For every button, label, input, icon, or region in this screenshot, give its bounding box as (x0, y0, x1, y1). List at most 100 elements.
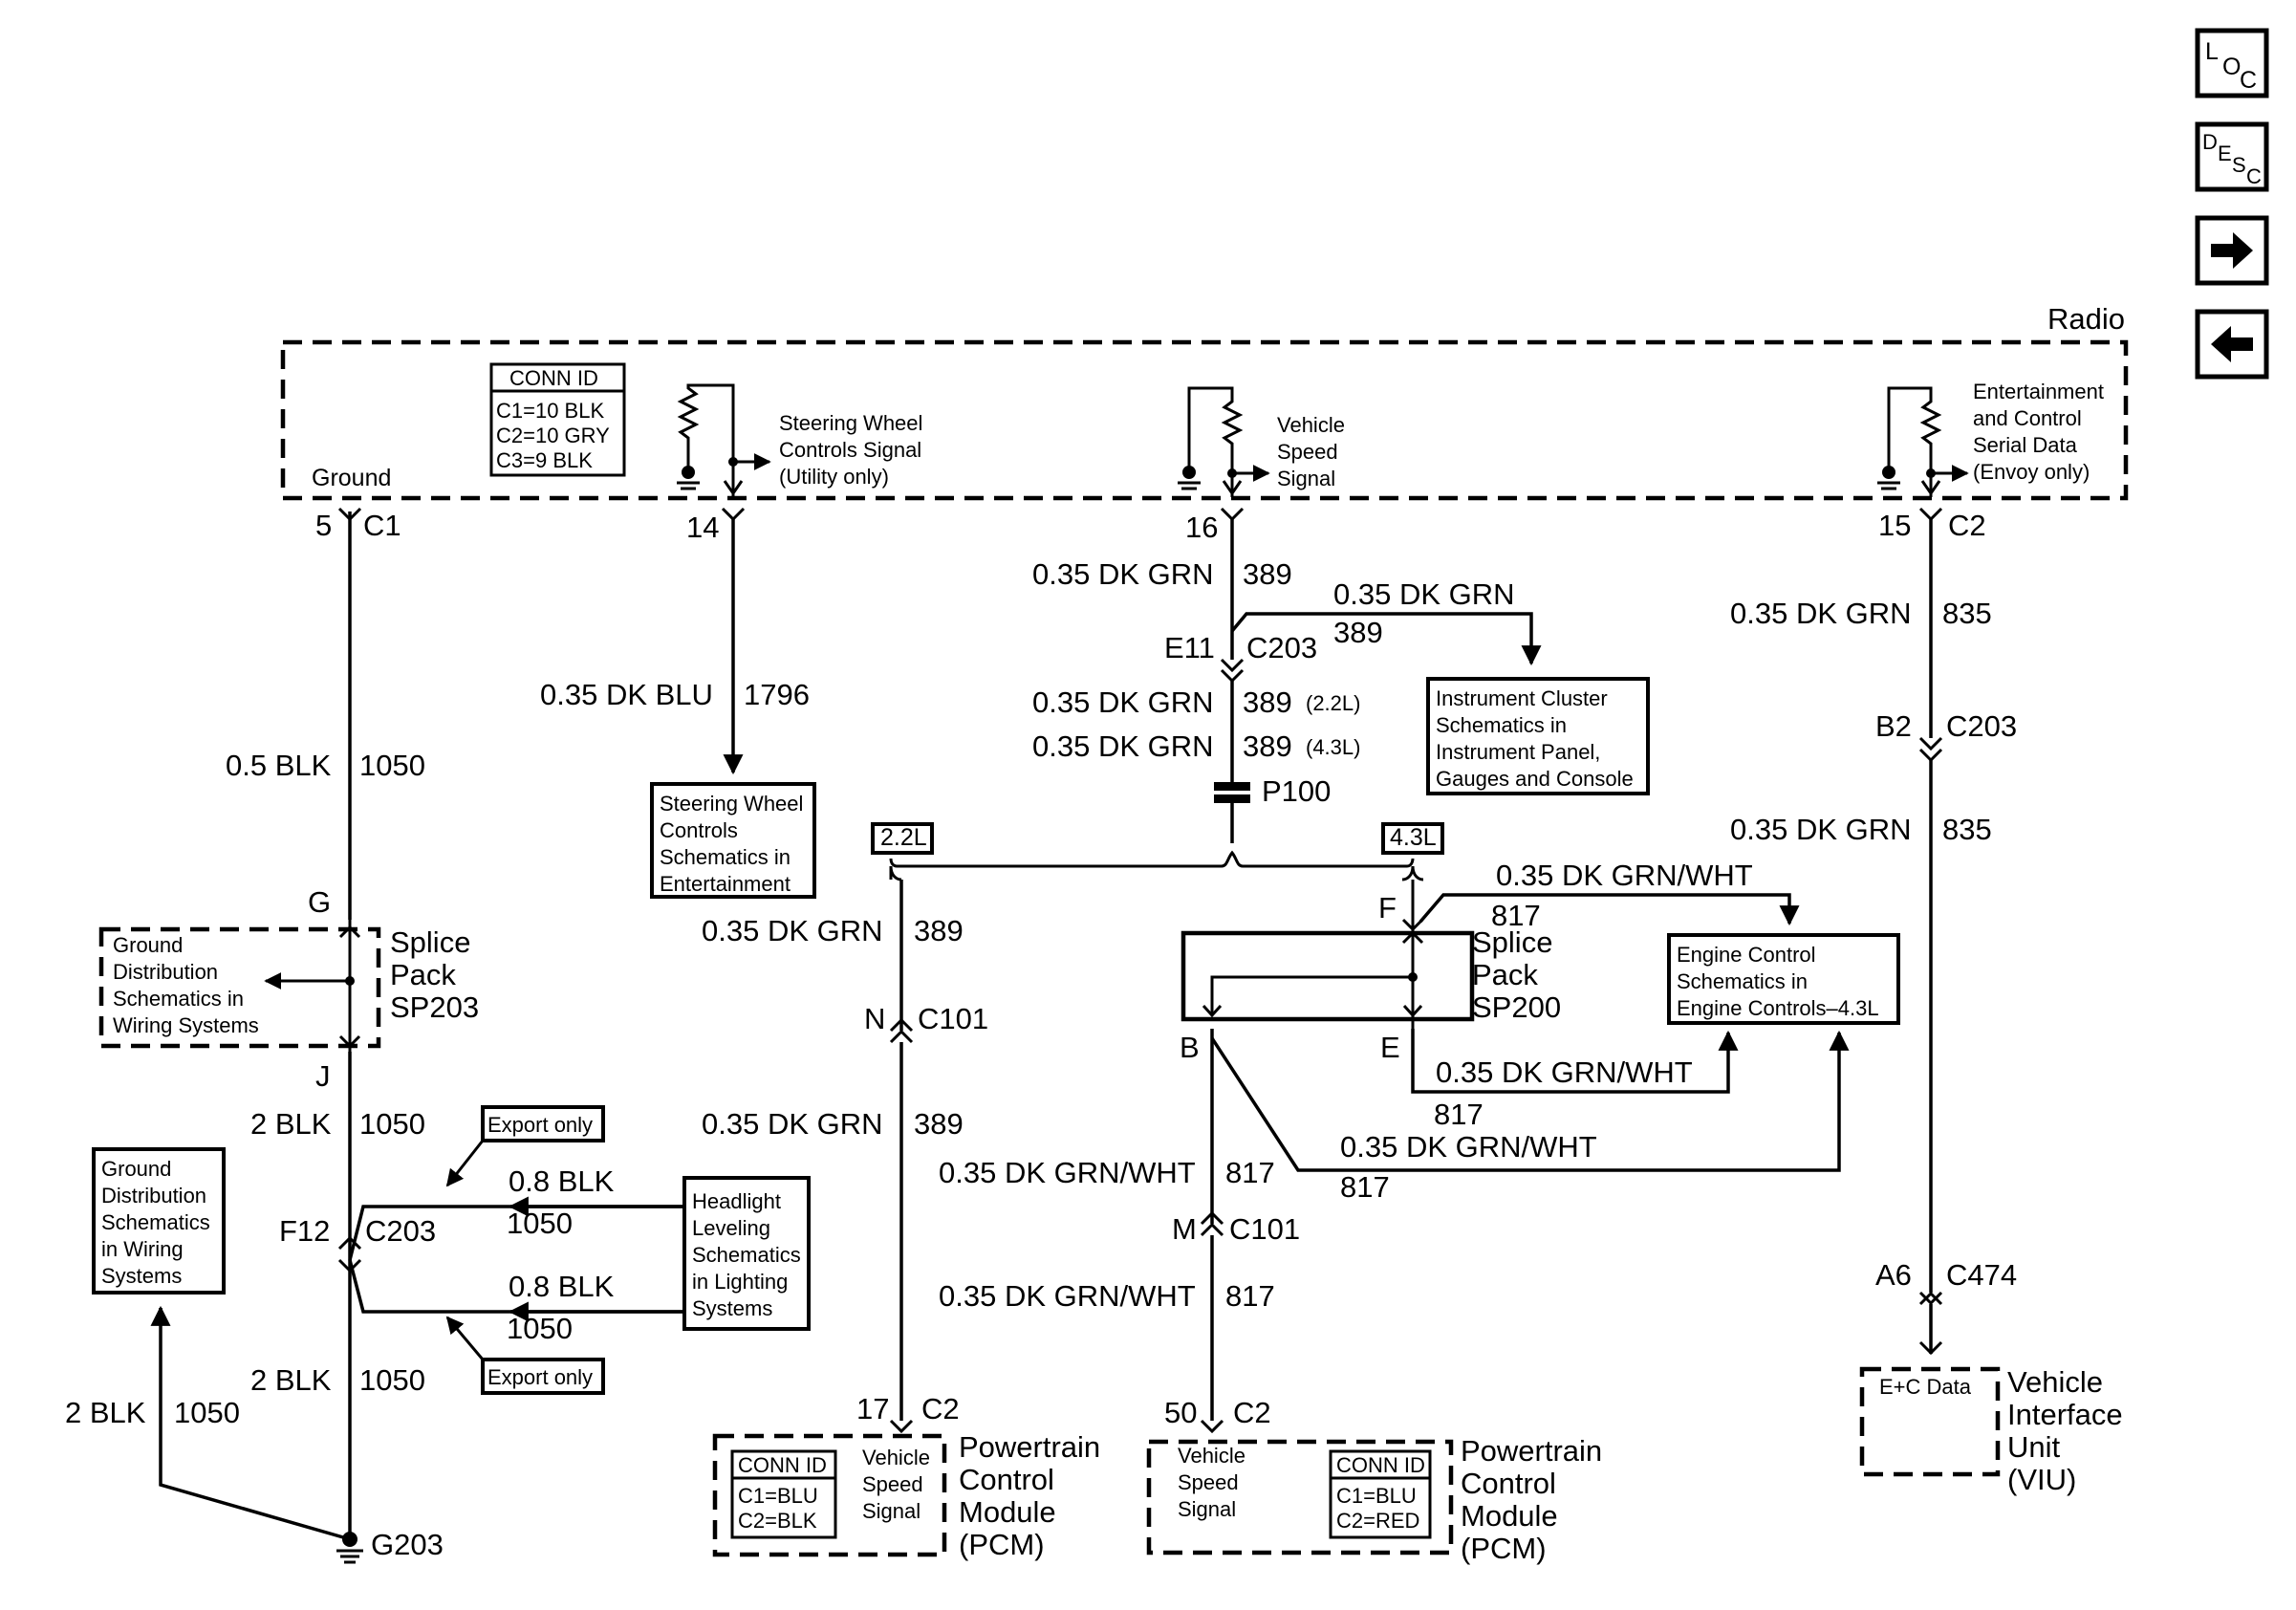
ref-engine-line1[interactable]: Engine Control (1677, 943, 1816, 967)
c203-b2-terminal-top (1918, 736, 1943, 751)
c101-m-terminal-top (1200, 1210, 1224, 1226)
pin-14-label: 14 (686, 511, 719, 544)
bus-22l-drop (889, 865, 902, 881)
sp200-outline (1180, 930, 1475, 1022)
desc-button[interactable]: D E S C (2195, 121, 2269, 192)
sp203-line3: SP203 (390, 990, 479, 1024)
ref-headlight-box[interactable] (682, 1176, 811, 1331)
pcm-22l-conn-c2: C2=BLK (738, 1509, 817, 1533)
connector-c2-top-label: C2 (1948, 509, 1986, 542)
pcm-43l-conn-c2: C2=RED (1336, 1509, 1419, 1533)
variant-43-label: (4.3L) (1306, 735, 1360, 759)
sp200-pin-b: B (1180, 1031, 1200, 1064)
ref-ground-sp-line3[interactable]: Schematics in (113, 987, 244, 1011)
wire-grn-e-color: 0.35 DK GRN (702, 914, 883, 947)
ref-cluster-line2[interactable]: Schematics in (1436, 713, 1567, 737)
ref-ground-left-line3[interactable]: Schematics (101, 1210, 210, 1234)
wire-2blk-a-color: 2 BLK (250, 1107, 332, 1141)
vss-signal-line2: Speed (1277, 440, 1338, 464)
wire-gw-d-color: 0.35 DK GRN/WHT (939, 1156, 1196, 1189)
wire-gw-b-color: 0.35 DK GRN/WHT (1436, 1055, 1693, 1089)
ref-steering-box[interactable] (650, 782, 816, 899)
wire-1050-number-b: 1050 (359, 1107, 425, 1141)
ref-engine-line3[interactable]: Engine Controls–4.3L (1677, 996, 1879, 1020)
ref-headlight-line1[interactable]: Headlight (692, 1189, 781, 1213)
p100-label: P100 (1262, 774, 1331, 808)
radio-title: Radio (2047, 302, 2125, 336)
bus-43l-drop-a (1401, 865, 1415, 881)
ref-ground-left-box[interactable] (92, 1147, 226, 1295)
tag-export-only-top (481, 1105, 605, 1142)
ref-ground-left-line1[interactable]: Ground (101, 1157, 171, 1181)
pin-n-label: N (864, 1002, 885, 1035)
wire-817-e-branch (1411, 1029, 1739, 1094)
sp200-line3: SP200 (1472, 990, 1561, 1024)
pin-50-label: 50 (1164, 1396, 1197, 1429)
ref-headlight-line5[interactable]: Systems (692, 1296, 772, 1320)
p100-pass-through-icon (1214, 782, 1250, 803)
radio-ground-label: Ground (312, 465, 391, 491)
ref-headlight-line4[interactable]: in Lighting (692, 1270, 788, 1294)
ref-headlight-line3[interactable]: Schematics (692, 1243, 801, 1267)
tag-export-only-bottom-text: Export only (487, 1365, 593, 1389)
wire-1050-ground-left (159, 1308, 351, 1541)
ref-steering-line4[interactable]: Entertainment (660, 872, 791, 896)
ref-ground-sp-line4[interactable]: Wiring Systems (113, 1013, 259, 1037)
loc-letter-c: C (2240, 67, 2257, 94)
wire-817-number-c: 817 (1340, 1170, 1390, 1204)
ref-ground-sp-line2[interactable]: Distribution (113, 960, 218, 984)
wire-1050-number-f: 1050 (174, 1396, 240, 1429)
pin-e11-label: E11 (1164, 631, 1215, 664)
ref-engine-line2[interactable]: Schematics in (1677, 969, 1808, 993)
wire-389-number-d: 389 (1243, 729, 1292, 763)
ref-headlight-line2[interactable]: Leveling (692, 1216, 770, 1240)
forward-button[interactable] (2195, 215, 2269, 286)
ref-cluster-line1[interactable]: Instrument Cluster (1436, 686, 1608, 710)
viu-title-line3: Unit (2007, 1430, 2061, 1464)
ref-steering-line2[interactable]: Controls (660, 818, 738, 842)
back-button[interactable] (2195, 309, 2269, 380)
connector-c203-b2-label: C203 (1946, 709, 2017, 743)
variant-22-label: (2.2L) (1306, 691, 1360, 715)
ref-cluster-box[interactable] (1426, 677, 1650, 795)
c101-m-terminal-bottom (1200, 1222, 1224, 1237)
desc-letter-s: S (2232, 153, 2246, 177)
viu-title-line1: Vehicle (2007, 1365, 2103, 1399)
ref-ground-left-line4[interactable]: in Wiring (101, 1237, 184, 1261)
ref-ground-left-line5[interactable]: Systems (101, 1264, 182, 1288)
sp203-internal (264, 920, 361, 1052)
pcm-22l-conn-header: CONN ID (738, 1453, 827, 1477)
pcm-22l-title-line4: (PCM) (959, 1528, 1045, 1561)
c203-f12-terminal-top (337, 1235, 362, 1251)
ec-signal-line3: Serial Data (1973, 433, 2078, 457)
ref-ground-left-line2[interactable]: Distribution (101, 1184, 206, 1208)
loc-letter-o: O (2222, 54, 2241, 80)
wire-389-number-f: 389 (914, 1107, 964, 1141)
connector-c474-label: C474 (1946, 1258, 2017, 1292)
ref-ground-sp-line1[interactable]: Ground (113, 933, 183, 957)
ref-engine-box[interactable] (1667, 933, 1900, 1025)
wire-2blk-c-color: 2 BLK (65, 1396, 146, 1429)
sp200-pin-e: E (1380, 1031, 1400, 1064)
ref-steering-line1[interactable]: Steering Wheel (660, 792, 803, 816)
pcm-22l-conn-c1: C1=BLU (738, 1484, 818, 1508)
ref-steering-line3[interactable]: Schematics in (660, 845, 791, 869)
connector-c203-f12-label: C203 (365, 1214, 436, 1248)
ref-cluster-line4[interactable]: Gauges and Console (1436, 767, 1634, 791)
desc-letter-d: D (2202, 130, 2218, 154)
wire-grn-a-color: 0.35 DK GRN (1032, 557, 1214, 591)
pin-50-terminal (1200, 1419, 1224, 1434)
connector-c101-m-label: C101 (1229, 1212, 1300, 1246)
c203-f12-terminal-bottom (337, 1258, 362, 1273)
c101-n-terminal-bottom (889, 1029, 914, 1044)
loc-button[interactable]: L O C (2195, 28, 2269, 98)
ref-cluster-line3[interactable]: Instrument Panel, (1436, 740, 1600, 764)
wire-835-number-a: 835 (1942, 597, 1992, 630)
wire-1050-number-e: 1050 (359, 1363, 425, 1397)
pin-15-label: 15 (1878, 509, 1911, 542)
wire-817-b-engine-branch (1210, 1030, 1850, 1172)
pcm-22l-signal-line3: Signal (862, 1499, 921, 1523)
radio-conn-id-box: CONN ID C1=10 BLK C2=10 GRY C3=9 BLK (489, 362, 626, 477)
pcm-43l-title-line1: Powertrain (1461, 1434, 1602, 1468)
sp200-line1: Splice (1472, 925, 1552, 959)
